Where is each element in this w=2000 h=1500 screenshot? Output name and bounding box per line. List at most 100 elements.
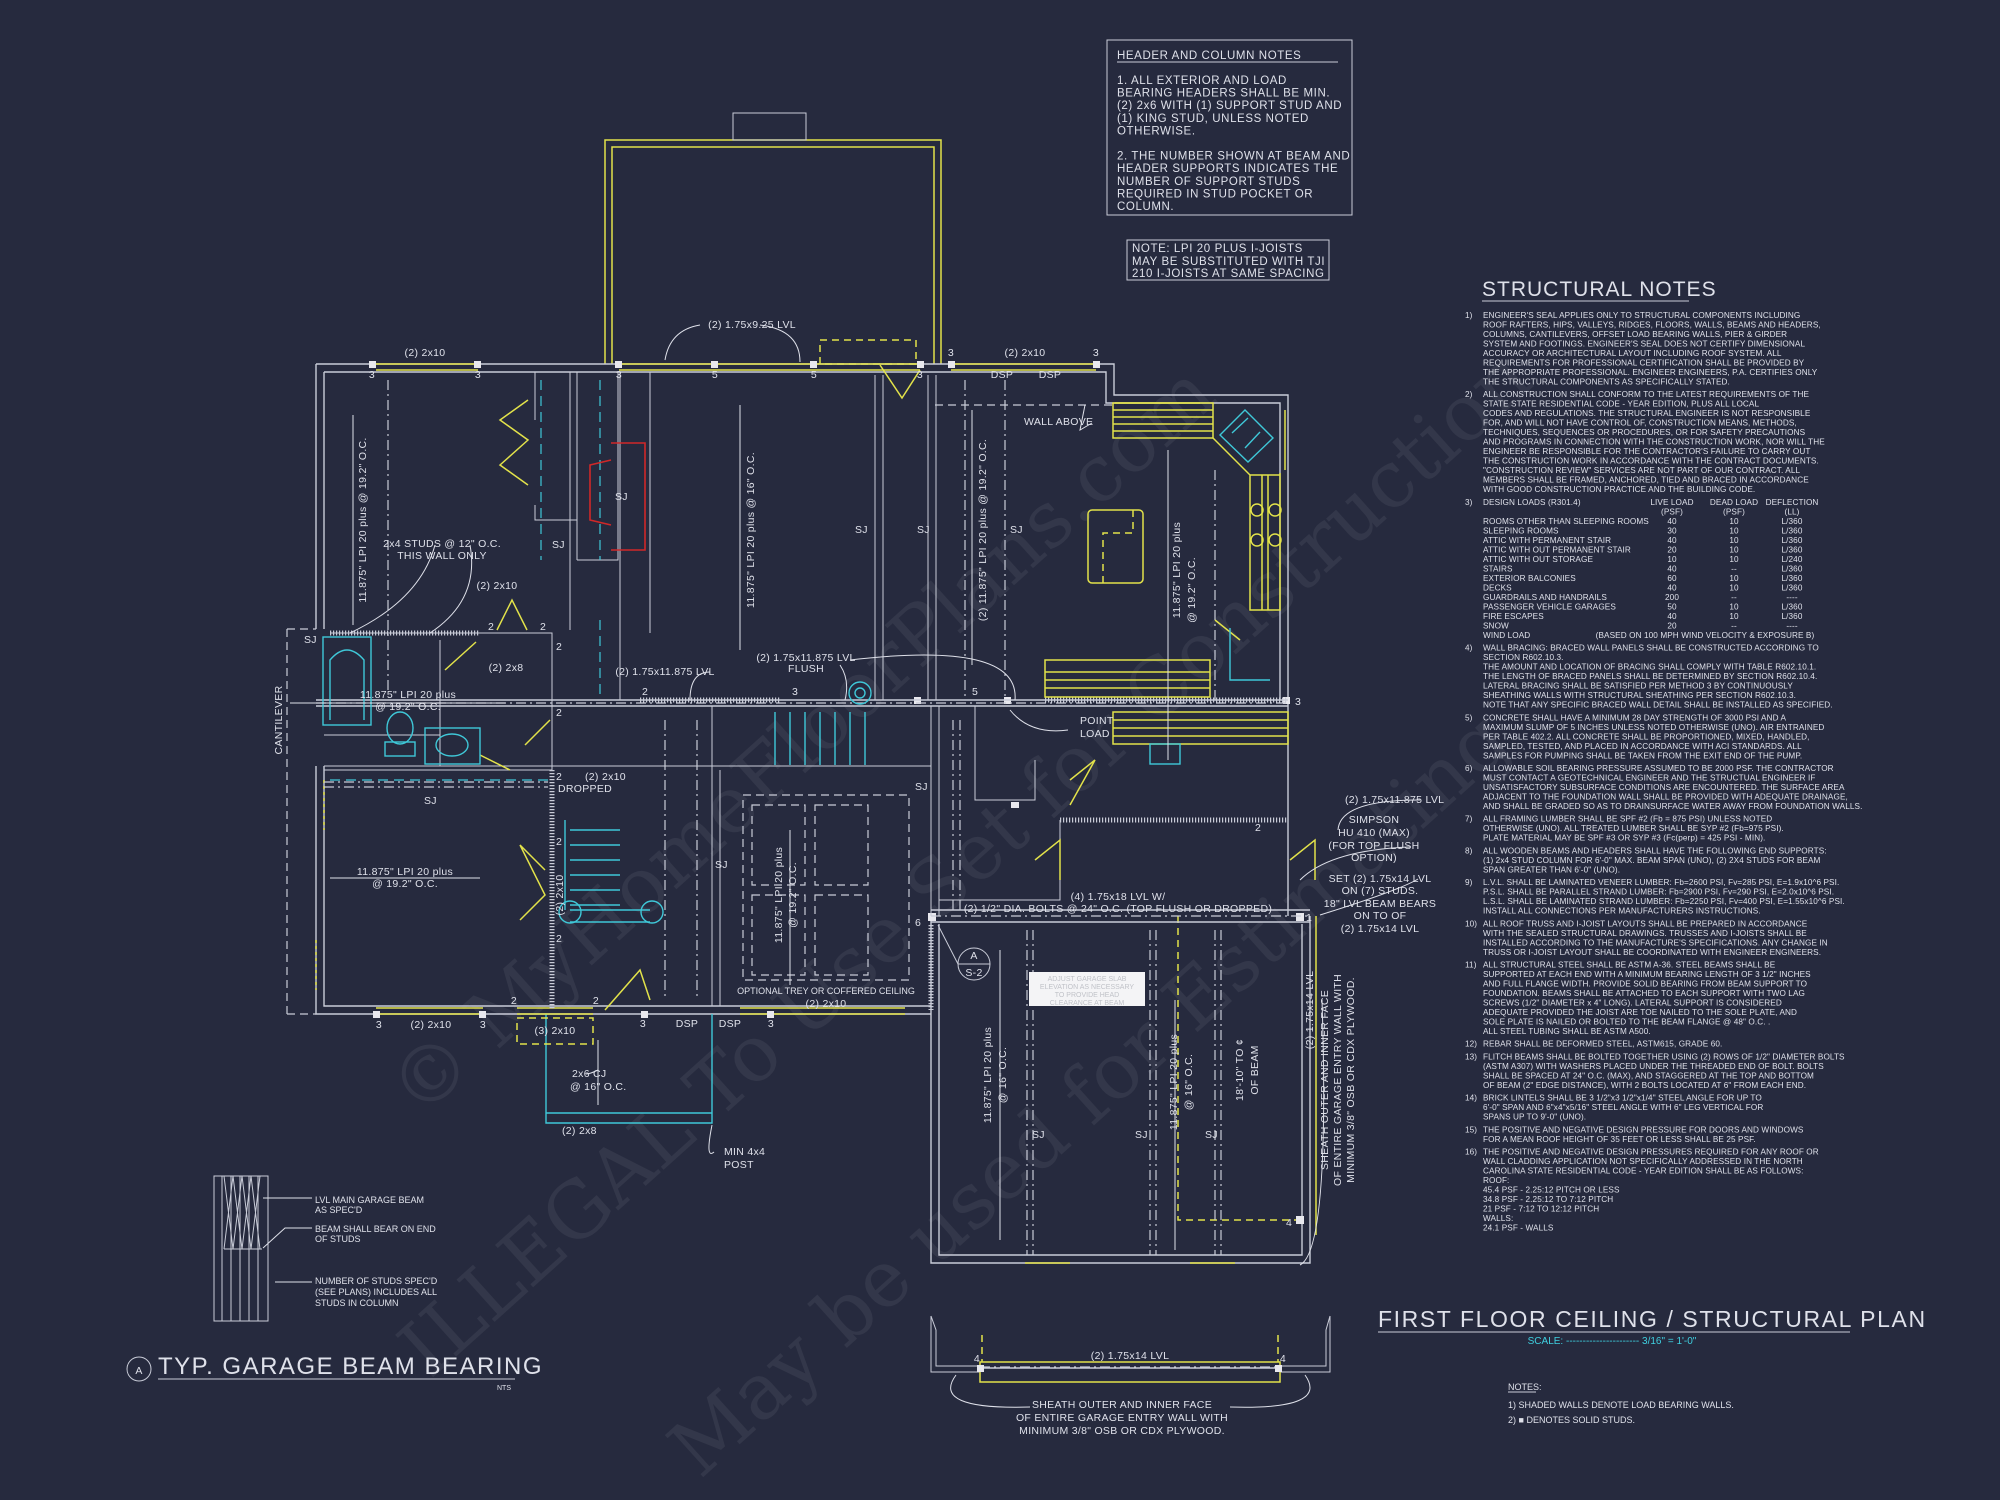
stud-count: 5 bbox=[712, 369, 718, 381]
design-load-dead: 10 bbox=[1729, 602, 1739, 611]
design-load-row-label: DECKS bbox=[1483, 583, 1512, 592]
header-label: (3) 2x10 bbox=[535, 1025, 576, 1037]
note-line: ENGINEER BE RESPONSIBLE FOR THE CONTRACT… bbox=[1483, 447, 1810, 456]
note-number: 10) bbox=[1465, 919, 1477, 928]
stud-count: 2 bbox=[556, 641, 562, 653]
design-load-row-label: SLEEPING ROOMS bbox=[1483, 526, 1559, 535]
note-number: 8) bbox=[1465, 846, 1473, 855]
detail-label: STUDS IN COLUMN bbox=[315, 1298, 399, 1308]
section-marker-sheet: S-2 bbox=[965, 967, 982, 979]
simpson-note: HU 410 (MAX) bbox=[1338, 827, 1410, 839]
design-load-deflection: L/360 bbox=[1782, 526, 1803, 535]
ceiling-joist-label: @ 16" O.C. bbox=[570, 1081, 626, 1093]
notes-title: NOTES: bbox=[1508, 1382, 1542, 1392]
beam-label: (2) 1.75x14 LVL bbox=[1304, 971, 1316, 1049]
note-line: (1) 2x4 STUD COLUMN FOR 6'-0" MAX. BEAM … bbox=[1483, 856, 1821, 865]
stud-count: 2 bbox=[540, 621, 546, 633]
note-line: THE AMOUNT AND LOCATION OF BRACING SHALL… bbox=[1483, 663, 1816, 672]
sj-label: SJ bbox=[304, 634, 317, 646]
beam-label: (2) 1.75x11.875 LVL bbox=[1345, 794, 1444, 806]
design-load-deflection: L/240 bbox=[1782, 555, 1803, 564]
sheath-note: OF ENTIRE GARAGE ENTRY WALL WITH bbox=[1016, 1412, 1228, 1424]
set-note: ON (7) STUDS. bbox=[1342, 885, 1419, 897]
lpi-note-line: NOTE: LPI 20 PLUS I-JOISTS bbox=[1132, 243, 1303, 255]
note-line: AND FULL FLANGE WIDTH. PROVIDE SOLID BEA… bbox=[1483, 980, 1807, 989]
dsp-label: DSP bbox=[719, 1018, 742, 1030]
design-load-deflection: L/360 bbox=[1782, 574, 1803, 583]
stud-count: 5 bbox=[972, 686, 978, 698]
note-line: INSTALL ALL CONNECTIONS PER MANUFACTURER… bbox=[1483, 907, 1761, 916]
joist-label: 11.875" LPI 20 plus bbox=[1171, 522, 1183, 618]
sj-label: SJ bbox=[917, 524, 930, 536]
stud-count: 3 bbox=[376, 1019, 382, 1031]
detail-label: NUMBER OF STUDS SPEC'D bbox=[315, 1276, 438, 1286]
header-note-line: (2) 2x6 WITH (1) SUPPORT STUD AND bbox=[1117, 100, 1342, 112]
stud-count: 2 bbox=[556, 707, 562, 719]
lpi-note-line: MAY BE SUBSTITUTED WITH TJI bbox=[1132, 256, 1325, 268]
title-block: FIRST FLOOR CEILING / STRUCTURAL PLAN SC… bbox=[1378, 1306, 1925, 1425]
note-line: FOUNDATION. BEAMS SHALL BE ATTACHED TO E… bbox=[1483, 989, 1805, 998]
slab-note-line: TO PROVIDE HEAD bbox=[1055, 992, 1119, 999]
note-line: SHALL BE SPACED AT 24" O.C. (MAX), AND S… bbox=[1483, 1071, 1814, 1080]
design-load-deflection: L/360 bbox=[1782, 545, 1803, 554]
note-line: OF BEAM (2" EDGE DISTANCE), WITH 2 BOLTS… bbox=[1483, 1081, 1806, 1090]
design-load-row-label: STAIRS bbox=[1483, 564, 1513, 573]
stud-count: 2 bbox=[556, 933, 562, 945]
stud-count: 2 bbox=[556, 771, 562, 783]
note-line: PLATE MATERIAL MAY BE SPF #3 OR SYP #3 (… bbox=[1483, 834, 1765, 843]
wind-load-label: WIND LOAD bbox=[1483, 631, 1530, 640]
leader-lines bbox=[349, 324, 1421, 1266]
note-line: OTHERWISE (UNO). ALL TREATED LUMBER SHAL… bbox=[1483, 824, 1784, 833]
design-load-live: 10 bbox=[1667, 555, 1677, 564]
sj-label: SJ bbox=[424, 795, 437, 807]
note-number: 9) bbox=[1465, 878, 1473, 887]
slab-note: ADJUST GARAGE SLAB ELEVATION AS NECESSAR… bbox=[1029, 972, 1145, 1007]
stud-count: 4 bbox=[974, 1353, 980, 1365]
beam-label: FLUSH bbox=[788, 663, 824, 675]
design-load-deflection: L/360 bbox=[1782, 517, 1803, 526]
stud-count: 3 bbox=[792, 686, 798, 698]
dsp-label: DSP bbox=[991, 369, 1014, 381]
stud-count: 3 bbox=[1295, 696, 1301, 708]
section-marker: A S-2 bbox=[937, 924, 991, 981]
design-load-live: 20 bbox=[1667, 545, 1677, 554]
stud-count: 2 bbox=[556, 836, 562, 848]
design-load-deflection: L/360 bbox=[1782, 564, 1803, 573]
note-line: MEMBERS SHALL BE FRAMED, ANCHORED, TIED … bbox=[1483, 476, 1809, 485]
structural-notes-title: STRUCTURAL NOTES bbox=[1482, 278, 1717, 301]
chimney bbox=[732, 112, 807, 141]
design-load-deflection: L/360 bbox=[1782, 583, 1803, 592]
sj-label: SJ bbox=[1010, 524, 1023, 536]
design-load-dead: -- bbox=[1731, 621, 1737, 630]
plan-note: 1) SHADED WALLS DENOTE LOAD BEARING WALL… bbox=[1508, 1400, 1734, 1410]
stud-count: 2 bbox=[511, 995, 517, 1007]
studs-note: THIS WALL ONLY bbox=[397, 550, 487, 562]
joist-label: @ 19.2" O.C. bbox=[787, 862, 799, 928]
design-load-row-label: GUARDRAILS AND HANDRAILS bbox=[1483, 593, 1607, 602]
garage-beam-bearing-detail: LVL MAIN GARAGE BEAM AS SPEC'D BEAM SHAL… bbox=[126, 1175, 541, 1392]
design-load-row-label: FIRE ESCAPES bbox=[1483, 612, 1544, 621]
design-load-live: 40 bbox=[1667, 536, 1677, 545]
kitchen bbox=[1044, 402, 1289, 765]
plan-note: 2) ■ DENOTES SOLID STUDS. bbox=[1508, 1415, 1635, 1425]
trey-ceiling-label: OPTIONAL TREY OR COFFERED CEILING bbox=[737, 986, 915, 996]
joist-label: @ 16" O.C. bbox=[1183, 1054, 1195, 1110]
ceiling-joist-label: 2x6 CJ bbox=[572, 1068, 606, 1080]
header-note-line: OTHERWISE. bbox=[1117, 125, 1196, 137]
set-note: (2) 1.75x14 LVL bbox=[1341, 923, 1419, 935]
note-line: WITH THE SEALED STRUCTURAL DRAWINGS. TRU… bbox=[1483, 929, 1807, 938]
sink-icon bbox=[1219, 409, 1275, 463]
sheath-note: MINIMUM 3/8" OSB OR CDX PLYWOOD. bbox=[1019, 1425, 1225, 1437]
sj-label: SJ bbox=[615, 491, 628, 503]
header-note-line: HEADER SUPPORTS INDICATES THE bbox=[1117, 163, 1338, 175]
header-notes-title: HEADER AND COLUMN NOTES bbox=[1117, 50, 1301, 62]
header-note-line: COLUMN. bbox=[1117, 201, 1174, 213]
post-label: POST bbox=[724, 1159, 754, 1171]
note-line: SAMPLED, TESTED, AND PLACED IN ACCORDANC… bbox=[1483, 742, 1802, 751]
header-label: (2) 2x10 bbox=[405, 347, 446, 359]
structural-notes-body: 1)ENGINEER'S SEAL APPLIES ONLY TO STRUCT… bbox=[1465, 311, 1862, 1233]
sink-icon bbox=[424, 727, 481, 765]
note-line: UNSATISFACTORY SUBSURFACE CONDITIONS ARE… bbox=[1483, 783, 1845, 792]
header-note-line: (1) KING STUD, UNLESS NOTED bbox=[1117, 113, 1309, 125]
stud-count: 3 bbox=[917, 369, 923, 381]
